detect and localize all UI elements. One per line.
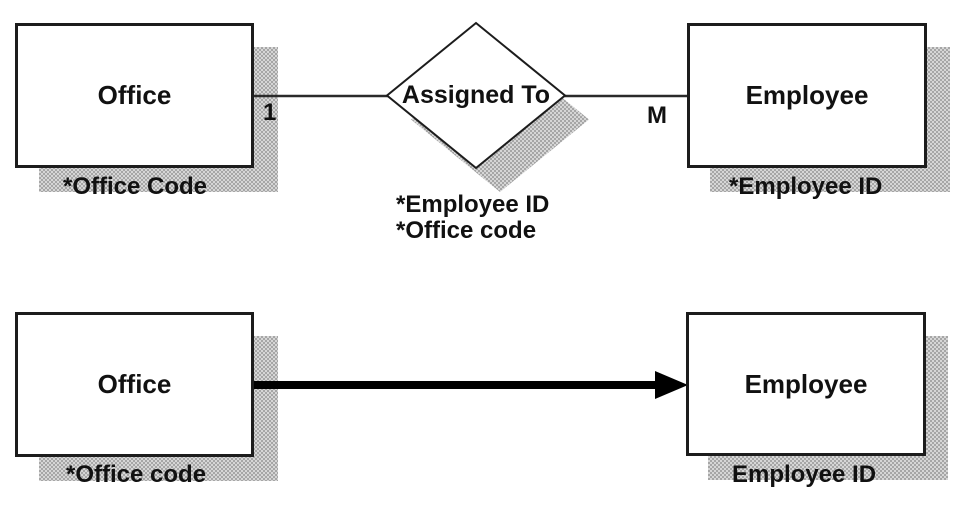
relationship-attribute: *Employee ID <box>396 191 550 218</box>
physical-employee-box: Employee <box>686 312 926 456</box>
physical-employee-key-label: Employee ID <box>732 461 877 488</box>
employee-key-attribute-label: *Employee ID <box>729 173 883 200</box>
cardinality-many-label: M <box>647 102 667 129</box>
mapping-arrow-head-icon <box>655 371 688 399</box>
physical-office-key-label: *Office code <box>66 461 207 488</box>
office-entity-name: Office <box>97 80 172 110</box>
office-entity-box: Office <box>15 23 254 168</box>
physical-office-box: Office <box>15 312 254 457</box>
relationship-diamond <box>385 21 567 170</box>
relationship-name: Assigned To <box>401 81 551 109</box>
physical-office-name: Office <box>97 369 172 399</box>
employee-entity-box: Employee <box>687 23 927 168</box>
relationship-attributes: *Employee ID *Office code <box>396 192 549 244</box>
physical-employee-name: Employee <box>744 368 868 399</box>
office-key-attribute-label: *Office Code <box>63 173 208 200</box>
relationship-attribute: *Office code <box>396 217 537 244</box>
employee-entity-name: Employee <box>745 80 869 110</box>
cardinality-one-label: 1 <box>263 99 277 126</box>
